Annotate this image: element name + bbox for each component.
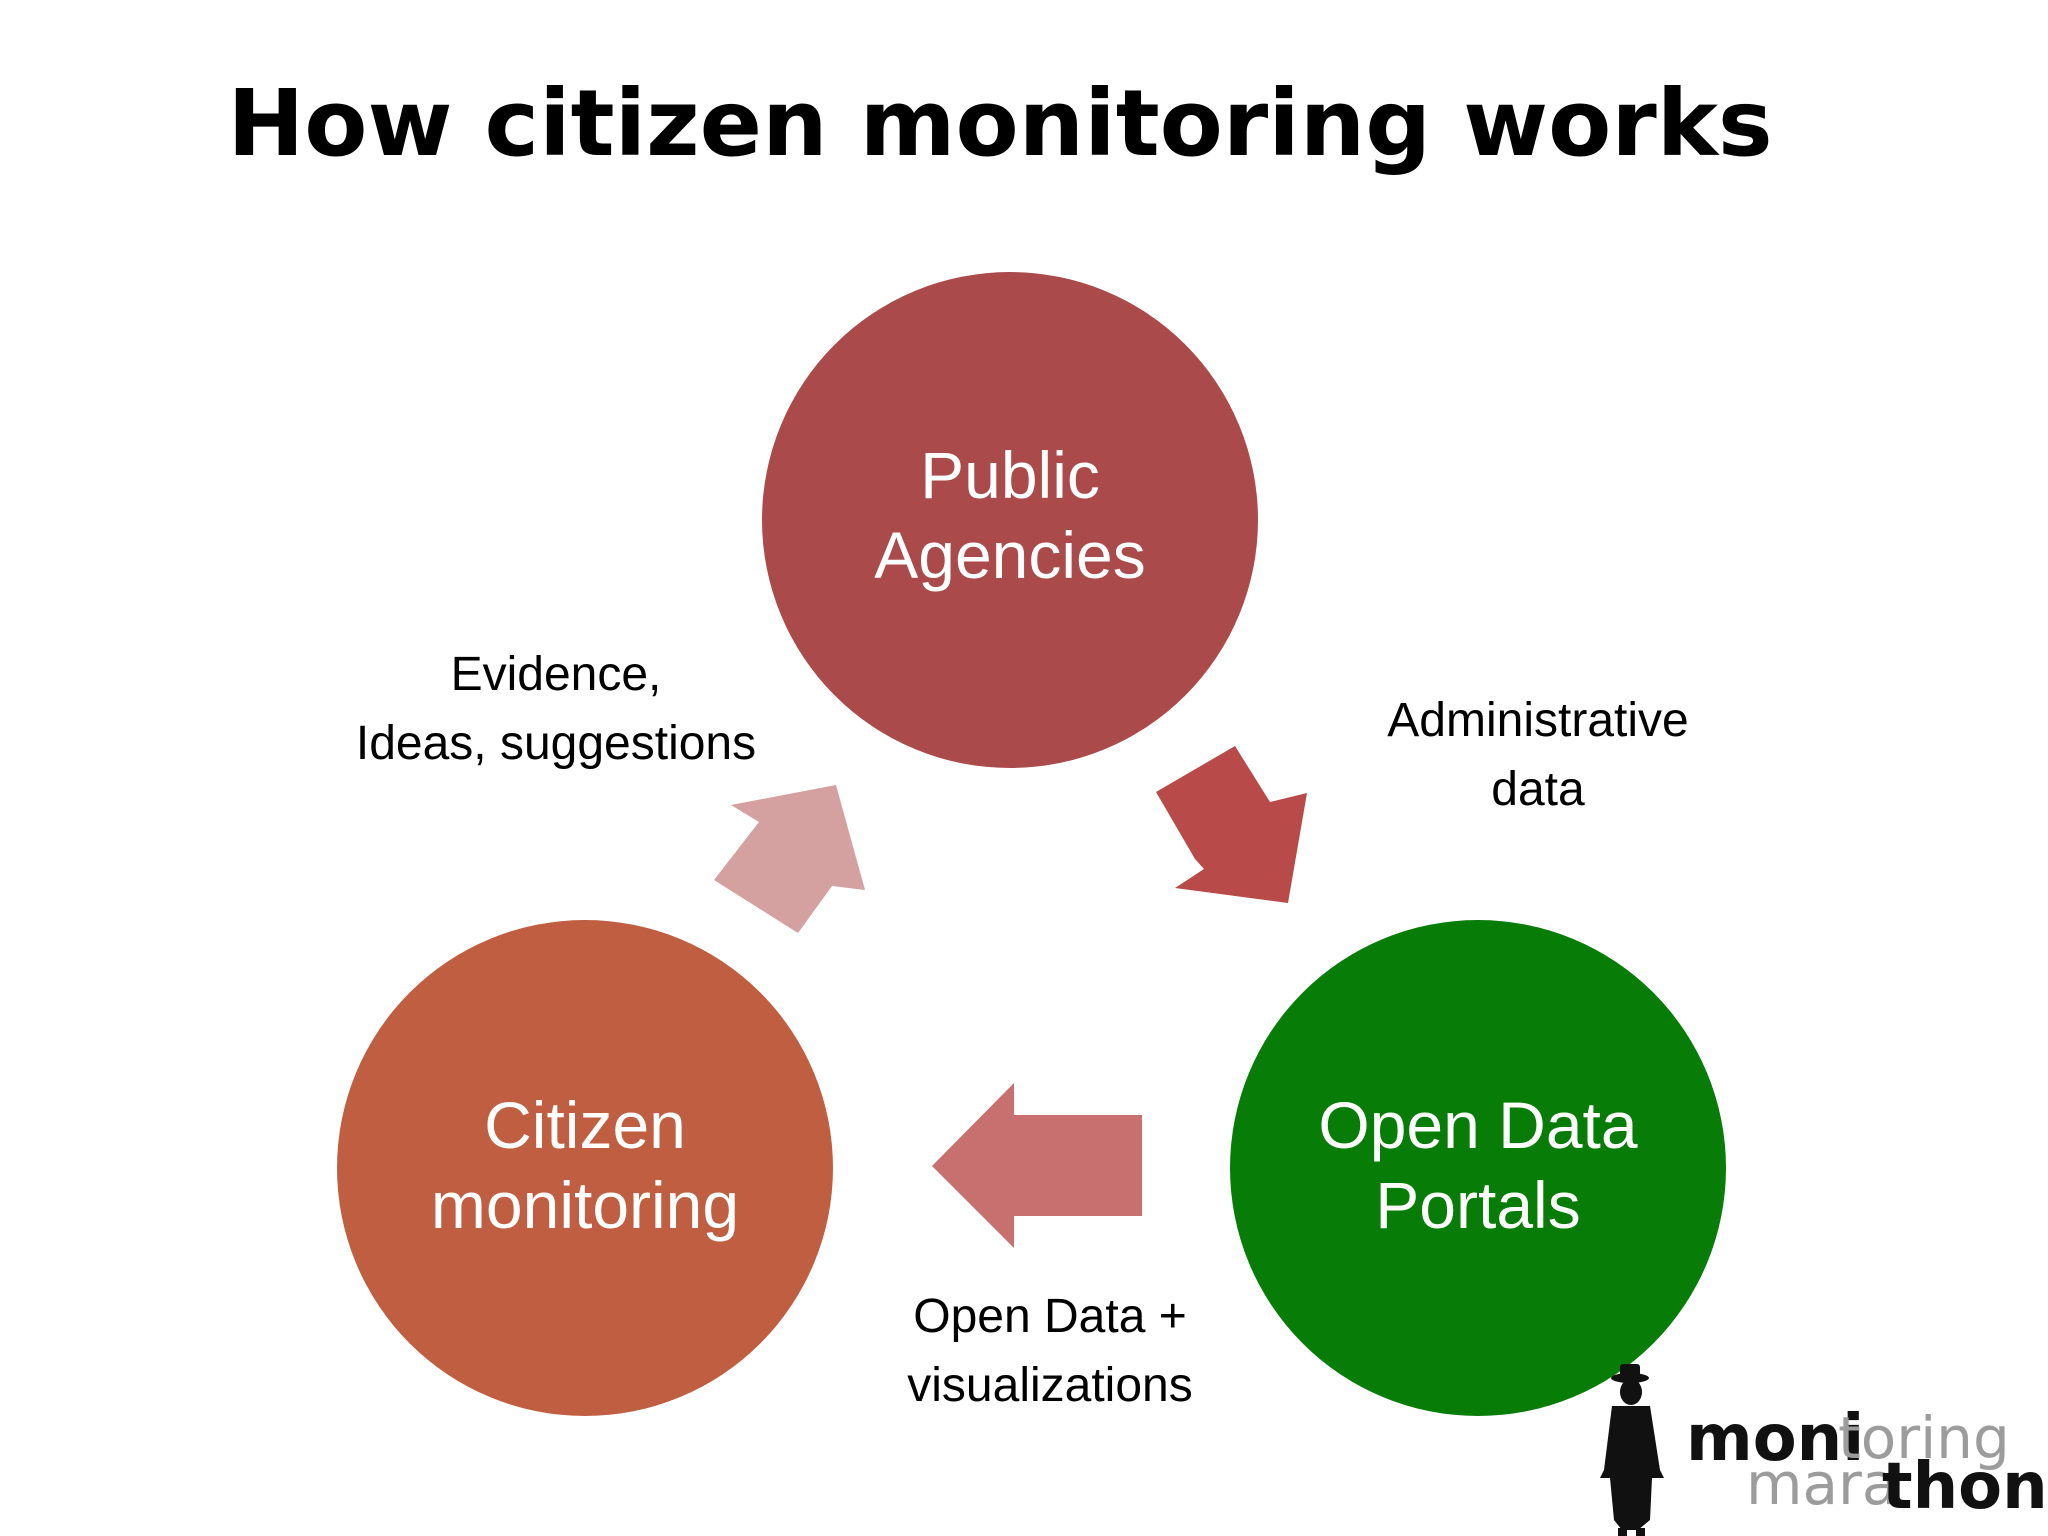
edge-label-agencies-to-portals-line2: data — [1491, 763, 1585, 816]
edge-label-portals-to-citizens-line1: Open Data + — [913, 1290, 1187, 1343]
man-in-hat-silhouette-icon — [1600, 1364, 1664, 1536]
node-citizen-monitoring — [337, 920, 833, 1416]
edge-label-citizens-to-agencies-line2: Ideas, suggestions — [356, 717, 756, 770]
edge-label-portals-to-citizens-line2: visualizations — [907, 1359, 1192, 1412]
logo-word-bottom-light: mara — [1746, 1450, 1897, 1518]
logo-word-bottom-bold: thon — [1882, 1450, 2048, 1524]
logo: moni toring mara thon — [1600, 1364, 2048, 1536]
arrow-agencies-to-portals — [1156, 746, 1307, 903]
node-open-data-portals — [1230, 920, 1726, 1416]
node-citizen-monitoring-label-line1: Citizen — [484, 1088, 686, 1162]
arrow-portals-to-citizens — [932, 1083, 1142, 1248]
node-citizen-monitoring-label-line2: monitoring — [431, 1168, 739, 1242]
logo-word-top-light: toring — [1838, 1404, 2010, 1472]
node-public-agencies-label-line1: Public — [920, 438, 1100, 512]
edge-label-citizens-to-agencies-line1: Evidence, — [451, 648, 662, 701]
node-open-data-portals-label-line1: Open Data — [1318, 1088, 1637, 1162]
node-open-data-portals-label-line2: Portals — [1375, 1168, 1580, 1242]
node-public-agencies — [762, 272, 1258, 768]
edge-label-agencies-to-portals-line1: Administrative — [1387, 694, 1688, 747]
node-public-agencies-label-line2: Agencies — [874, 518, 1146, 592]
arrow-citizens-to-agencies — [714, 785, 865, 933]
logo-word-top-bold: moni — [1686, 1402, 1864, 1476]
page-title: How citizen monitoring works — [227, 70, 1773, 177]
